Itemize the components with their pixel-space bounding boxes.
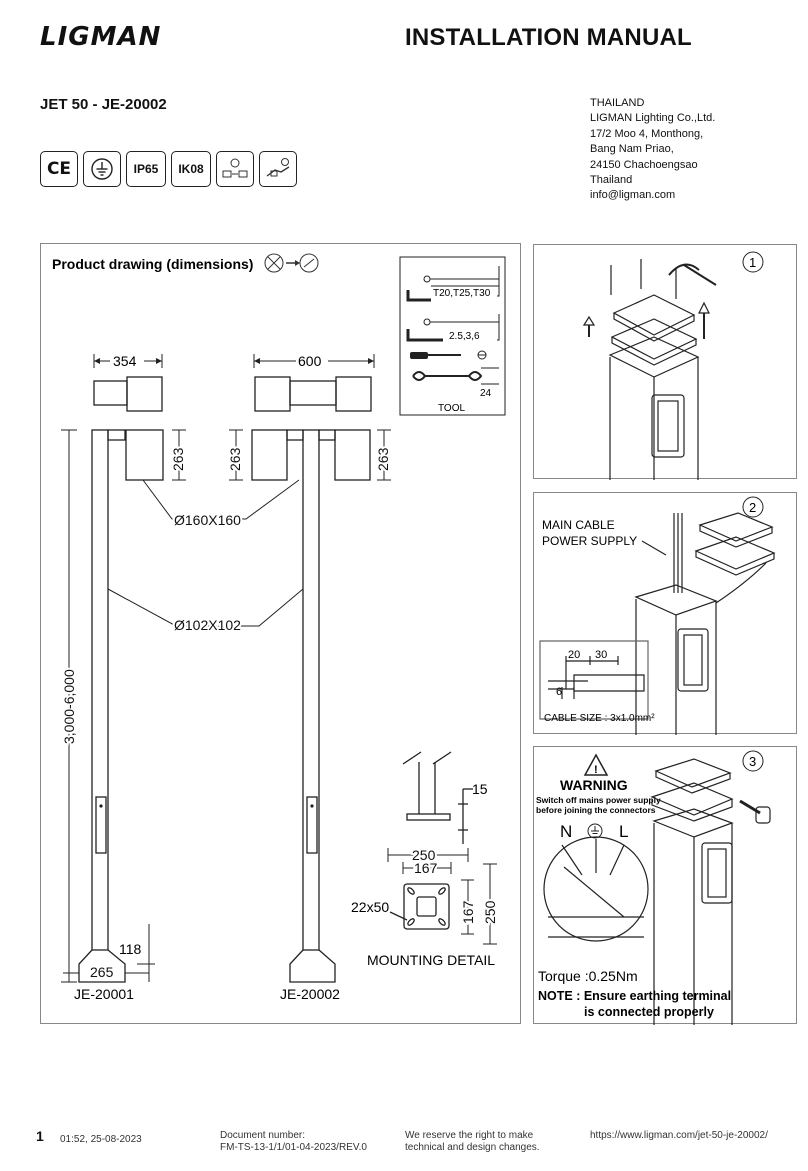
plate-width-value: 250 [412, 847, 436, 863]
step-3-drawing: 3 ! WARNING Switch off mains power suppl… [536, 750, 771, 1025]
step-1-panel: 1 [533, 244, 797, 480]
pole-height-value: 3,000-6,000 [61, 669, 77, 744]
address-line: 24150 Chachoengsao [590, 158, 698, 171]
hole-pitch-value: 167 [414, 860, 438, 876]
head-height-dims [172, 429, 391, 481]
product-drawing: Product drawing (dimensions) T20,T25,T30… [52, 253, 506, 1002]
mounting-side-view [402, 751, 473, 844]
tool-box: T20,T25,T30 2.5,3,6 24 TOOL [399, 256, 506, 416]
slot-size-value: 22x50 [351, 899, 389, 915]
strip-length-a: 20 [568, 649, 580, 661]
address-line: Thailand [590, 174, 633, 187]
mounting-detail-label: MOUNTING DETAIL [367, 952, 495, 968]
footer-url-link[interactable]: https://www.ligman.com/jet-50-je-20002/ [590, 1130, 768, 1141]
step-2-number: 2 [749, 500, 756, 515]
mounting-plate-top-view [389, 883, 450, 930]
warning-icon: ! [583, 753, 609, 776]
plate-thickness-value: 15 [472, 781, 488, 797]
leader-lines [107, 479, 304, 627]
note-line-1: NOTE : Ensure earthing terminal [538, 989, 731, 1003]
model-b-label: JE-20002 [280, 986, 340, 1002]
hex-sizes: 2.5,3,6 [449, 331, 480, 342]
rights-line-1: We reserve the right to make [405, 1130, 534, 1141]
address-line: Bang Nam Priao, [590, 143, 674, 156]
earth-class-icon [83, 151, 121, 187]
doc-number-value: FM-TS-13-1/1/01-04-2023/REV.0 [220, 1142, 367, 1153]
pole-je-20002 [251, 429, 371, 983]
top-view-heads [93, 376, 372, 412]
base-height-value: 118 [119, 941, 142, 957]
ce-mark-icon: CE [40, 151, 78, 187]
torx-sizes: T20,T25,T30 [433, 288, 491, 299]
step-3-panel: 3 ! WARNING Switch off mains power suppl… [533, 746, 797, 1025]
ip65-badge: IP65 [126, 151, 166, 187]
rights-line-2: technical and design changes. [405, 1142, 540, 1153]
pole-height-dim [61, 429, 77, 983]
strip-length-c: 6 [556, 686, 562, 698]
address-line: THAILAND [590, 97, 645, 109]
step-2-drawing: 2 MAIN CABLE POWER SUPPLY 20 30 6 CABLE … [539, 496, 776, 735]
head-size-value: Ø160X160 [174, 512, 241, 528]
step-1-drawing: 1 [582, 251, 764, 480]
warning-title: WARNING [560, 777, 628, 793]
wrench-size: 24 [480, 388, 492, 399]
screwdriver-swap-icon [264, 253, 319, 273]
dim-354: 354 [93, 353, 163, 369]
svg-text:!: ! [594, 764, 598, 776]
strip-length-b: 30 [595, 649, 607, 661]
tool-label: TOOL [438, 403, 465, 414]
warning-line-1: Switch off mains power supply [536, 795, 661, 805]
head-height-value: 263 [170, 447, 186, 471]
step-1-number: 1 [749, 255, 756, 270]
base-dims [63, 924, 155, 982]
doc-number-label: Document number: [220, 1130, 306, 1141]
warning-line-2: before joining the connectors [536, 805, 656, 815]
live-label: L [619, 822, 628, 841]
address-line: 17/2 Moo 4, Monthong, [590, 127, 704, 140]
step-2-panel: 2 MAIN CABLE POWER SUPPLY 20 30 6 CABLE … [533, 492, 797, 735]
address-line: LIGMAN Lighting Co.,Ltd. [590, 112, 716, 125]
connector-icon [259, 151, 297, 187]
pole-size-value: Ø102X102 [174, 617, 241, 633]
model-title: JET 50 - JE-20002 [40, 96, 167, 113]
page-number: 1 [36, 1128, 44, 1144]
mounting-plate-dims [387, 848, 497, 945]
footer-rights: We reserve the right to make technical a… [405, 1130, 540, 1154]
plate-height-value: 250 [482, 900, 498, 924]
cable-size-label: CABLE SIZE : 3x1.0mm² [544, 713, 655, 724]
drawing-heading: Product drawing (dimensions) [52, 256, 253, 272]
tool-connector-icon [216, 151, 254, 187]
footer-document: Document number: FM-TS-13-1/1/01-04-2023… [220, 1130, 367, 1154]
width-single-value: 354 [113, 353, 137, 369]
pole-je-20001 [78, 429, 164, 983]
neutral-label: N [560, 822, 572, 841]
earth-icon [587, 823, 603, 839]
base-width-value: 265 [90, 964, 114, 980]
main-cable-label: MAIN CABLE [542, 518, 615, 532]
model-a-label: JE-20001 [74, 986, 134, 1002]
note-line-2: is connected properly [584, 1005, 714, 1019]
product-drawing-panel: Product drawing (dimensions) T20,T25,T30… [40, 243, 521, 1024]
address-email: info@ligman.com [590, 189, 676, 202]
head-height-value: 263 [227, 447, 243, 471]
company-address: THAILAND LIGMAN Lighting Co.,Ltd. 17/2 M… [590, 96, 715, 204]
brand-logo: LIGMAN [40, 22, 162, 52]
width-double-value: 600 [298, 353, 322, 369]
page-title: INSTALLATION MANUAL [405, 24, 692, 51]
ik08-badge: IK08 [171, 151, 211, 187]
footer-datetime: 01:52, 25-08-2023 [60, 1134, 142, 1145]
head-height-value: 263 [375, 447, 391, 471]
step-3-number: 3 [749, 754, 756, 769]
torque-label: Torque :0.25Nm [538, 968, 638, 984]
hole-pitch-vertical-value: 167 [460, 900, 476, 924]
dim-600: 600 [253, 353, 375, 369]
power-supply-label: POWER SUPPLY [542, 534, 637, 548]
